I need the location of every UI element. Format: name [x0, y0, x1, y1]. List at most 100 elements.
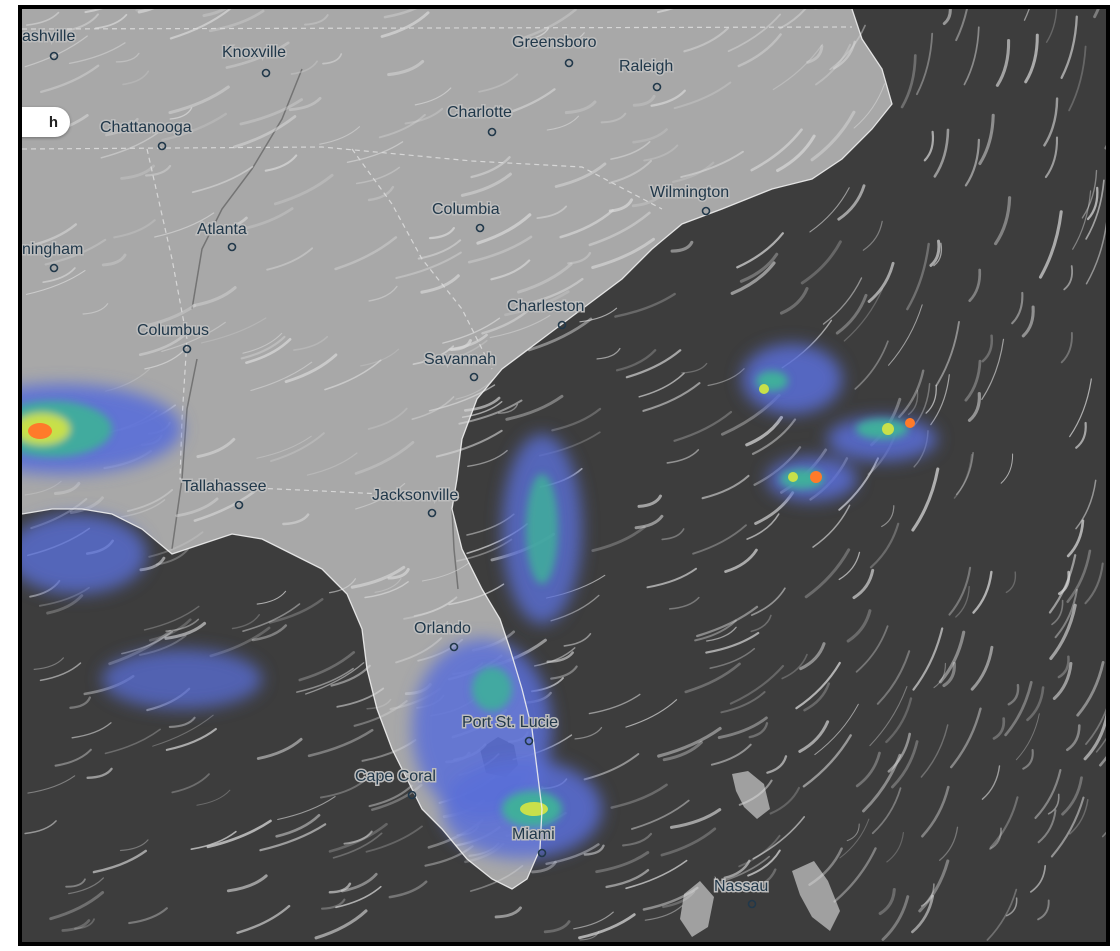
wind-streak [175, 497, 219, 518]
wind-streak [673, 81, 732, 110]
wind-streak [202, 9, 228, 18]
wind-streak [525, 277, 584, 306]
wind-streak [497, 403, 519, 414]
city-label-atlanta[interactable]: Atlanta [196, 220, 249, 240]
wind-streak [231, 614, 260, 630]
wind-streak [307, 728, 374, 758]
wind-streak [1068, 45, 1087, 112]
wind-streak [921, 785, 950, 838]
wind-streak [967, 392, 981, 422]
wind-streak [100, 130, 161, 159]
wind-streak [420, 274, 460, 294]
wind-streak [290, 60, 318, 75]
city-label-nashville[interactable]: ashville [22, 27, 77, 47]
city-label-birmingham[interactable]: ningham [22, 240, 85, 260]
wind-streak [1000, 453, 1014, 484]
wind-streak [567, 251, 592, 265]
wind-streak [1066, 519, 1085, 558]
city-label-cape-coral[interactable]: Cape Coral [354, 767, 438, 787]
city-label-greensboro[interactable]: Greensboro [511, 33, 599, 53]
city-label-chattanooga[interactable]: Chattanooga [99, 118, 194, 138]
wind-streak [144, 350, 185, 370]
city-label-columbus[interactable]: Columbus [136, 321, 211, 341]
wind-streak [346, 141, 404, 163]
wind-streak [555, 32, 585, 47]
city-label-miami[interactable]: Miami [511, 825, 557, 845]
city-label-nassau[interactable]: Nassau [713, 877, 770, 897]
wind-streak [69, 496, 104, 514]
wind-streak [625, 349, 682, 379]
wind-streak [395, 637, 443, 664]
wind-streak [33, 657, 64, 670]
wind-streak [776, 134, 816, 173]
wind-streak [353, 700, 408, 727]
wind-streak [161, 112, 227, 142]
city-dots [49, 51, 757, 909]
city-label-charlotte[interactable]: Charlotte [446, 103, 514, 123]
wind-streak [854, 340, 889, 390]
city-label-columbia[interactable]: Columbia [431, 200, 502, 220]
wind-streak [978, 113, 995, 166]
wind-streak [193, 488, 259, 522]
wind-streak [27, 775, 76, 794]
wind-streak [610, 783, 668, 809]
wind-streak [314, 909, 368, 940]
wind-streak [1054, 588, 1078, 639]
wind-streak [546, 115, 579, 131]
wind-streak [136, 304, 197, 330]
city-label-jacksonville[interactable]: Jacksonville [371, 486, 460, 506]
wind-streak [696, 605, 759, 638]
wind-streak [435, 339, 488, 365]
wind-streak [461, 401, 503, 418]
city-label-orlando[interactable]: Orlando [413, 619, 473, 639]
wind-streak [953, 454, 973, 499]
wind-streak [387, 567, 410, 580]
wind-streak [891, 740, 919, 789]
wind-streak [414, 87, 452, 106]
wind-streak [421, 562, 470, 582]
wind-streak [208, 9, 265, 33]
land-bahamas-north [732, 771, 770, 819]
city-label-knoxville[interactable]: Knoxville [221, 43, 288, 63]
wind-streak [364, 581, 409, 599]
wind-streak [625, 859, 688, 890]
wind-streak [706, 626, 737, 642]
city-label-charleston[interactable]: Charleston [506, 297, 586, 317]
weather-map[interactable]: ashville Knoxville Greensboro Raleigh Ch… [22, 9, 1106, 942]
wind-streak [738, 834, 781, 868]
wind-streak [625, 699, 678, 728]
wind-streak [911, 467, 940, 532]
wind-streak [319, 779, 366, 799]
wind-streak [853, 83, 885, 129]
city-label-savannah[interactable]: Savannah [423, 350, 498, 370]
wind-streak [669, 808, 722, 829]
wind-streak [469, 865, 524, 892]
wind-streak [417, 638, 464, 662]
wind-streak [306, 452, 358, 476]
city-label-wilmington[interactable]: Wilmington [649, 183, 731, 203]
city-label-port-st-lucie[interactable]: Port St. Lucie [461, 713, 560, 733]
wind-streak [671, 161, 715, 183]
wind-streak [1004, 680, 1033, 737]
wind-streak [751, 418, 797, 455]
wind-streak [425, 621, 449, 634]
city-dot-greensboro [564, 58, 574, 68]
wind-streak [1095, 737, 1106, 753]
wind-streak [115, 52, 140, 63]
city-label-raleigh[interactable]: Raleigh [618, 57, 675, 77]
city-label-tallahassee[interactable]: Tallahassee [181, 477, 269, 497]
wind-streak [505, 394, 564, 421]
city-dot-charleston [557, 320, 567, 330]
wind-streak [809, 187, 850, 233]
wind-streak [933, 128, 950, 178]
wind-streak [955, 9, 968, 42]
wind-streak [92, 849, 147, 874]
search-button[interactable]: h [22, 107, 70, 137]
state-borders [22, 26, 853, 498]
wind-streak [365, 825, 423, 853]
map-frame: ashville Knoxville Greensboro Raleigh Ch… [18, 5, 1110, 946]
wind-streak [54, 748, 92, 767]
wind-streak [1060, 331, 1073, 364]
wind-streak [343, 830, 373, 845]
wind-streak [1057, 655, 1070, 679]
